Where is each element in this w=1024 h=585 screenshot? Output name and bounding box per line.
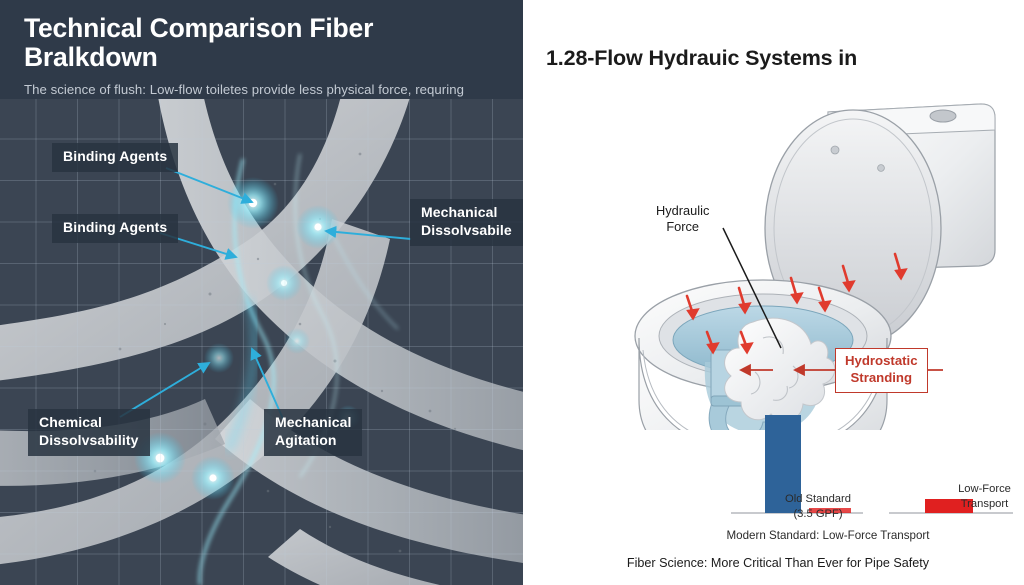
bar-modern-sliver	[809, 508, 851, 513]
right-panel-hydraulics: 1.28-Flow Hydrauic Systems in	[523, 0, 1024, 585]
left-header: Technical Comparison Fiber Bralkdown The…	[0, 0, 523, 116]
toilet-cutaway-illustration	[634, 103, 996, 430]
fiber-strands-illustration	[0, 99, 523, 585]
bar-old-standard	[765, 415, 801, 513]
label-mechanical-dissolvsabile: Mechanical Dissolvsabile	[410, 199, 523, 246]
chart-label-low-force-transport: Low-Force Transport	[958, 483, 1011, 510]
label-binding-agents-1: Binding Agents	[52, 143, 179, 172]
label-binding-agents-2: Binding Agents	[52, 214, 179, 243]
chart-axis-caption: Modern Standard: Low-Force Transport	[726, 529, 930, 542]
bar-low-force-transport	[925, 499, 973, 513]
bar-chart-svg	[731, 415, 1013, 514]
grid-overlay	[0, 99, 523, 585]
toilet-diagram	[613, 100, 1013, 430]
page-title: Technical Comparison Fiber Bralkdown	[24, 13, 374, 73]
chart-label-old-standard: Old Standard (3.5 GPF)	[785, 493, 851, 520]
annotation-hydraulic-force: Hydraulic Force	[656, 203, 710, 235]
right-panel-title: 1.28-Flow Hydrauic Systems in	[546, 46, 858, 70]
comparison-bar-chart	[723, 405, 1023, 535]
label-chemical-dissolvsability: Chemical Dissolvsability	[28, 409, 150, 456]
footer-caption: Fiber Science: More Critical Than Ever f…	[626, 556, 930, 570]
fiber-visualization-stage: Binding Agents Binding Agents Mechanical…	[0, 99, 523, 585]
left-panel-fiber-breakdown: Technical Comparison Fiber Bralkdown The…	[0, 0, 523, 585]
annotation-hydrostatic-stranding: Hydrostatic Stranding	[835, 348, 928, 393]
label-mechanical-agitation: Mechanical Agitation	[264, 409, 363, 456]
